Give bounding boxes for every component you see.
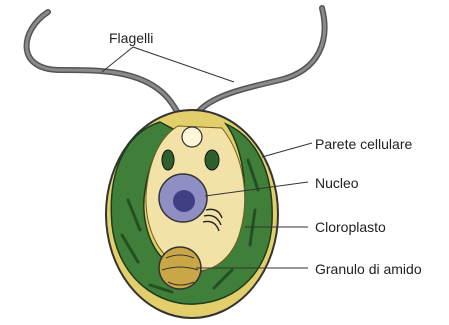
flagellum-right-inner [193, 8, 325, 122]
eyespot-right [205, 150, 219, 170]
label-cell-wall: Parete cellulare [315, 136, 412, 152]
label-flagella: Flagelli [109, 30, 153, 46]
label-nucleus: Nucleo [315, 175, 359, 191]
flagellum-left [27, 12, 184, 122]
vacuole [182, 127, 202, 147]
leader-cell-wall [262, 143, 312, 157]
leader-flagella-1 [102, 47, 133, 72]
flagellum-right [193, 8, 325, 122]
label-starch-granule: Granulo di amido [315, 261, 422, 277]
eyespot-left [162, 150, 174, 170]
label-chloroplast: Cloroplasto [315, 219, 386, 235]
leader-flagella-2 [133, 47, 234, 82]
nucleolus [173, 190, 195, 212]
starch-granule [159, 247, 201, 289]
